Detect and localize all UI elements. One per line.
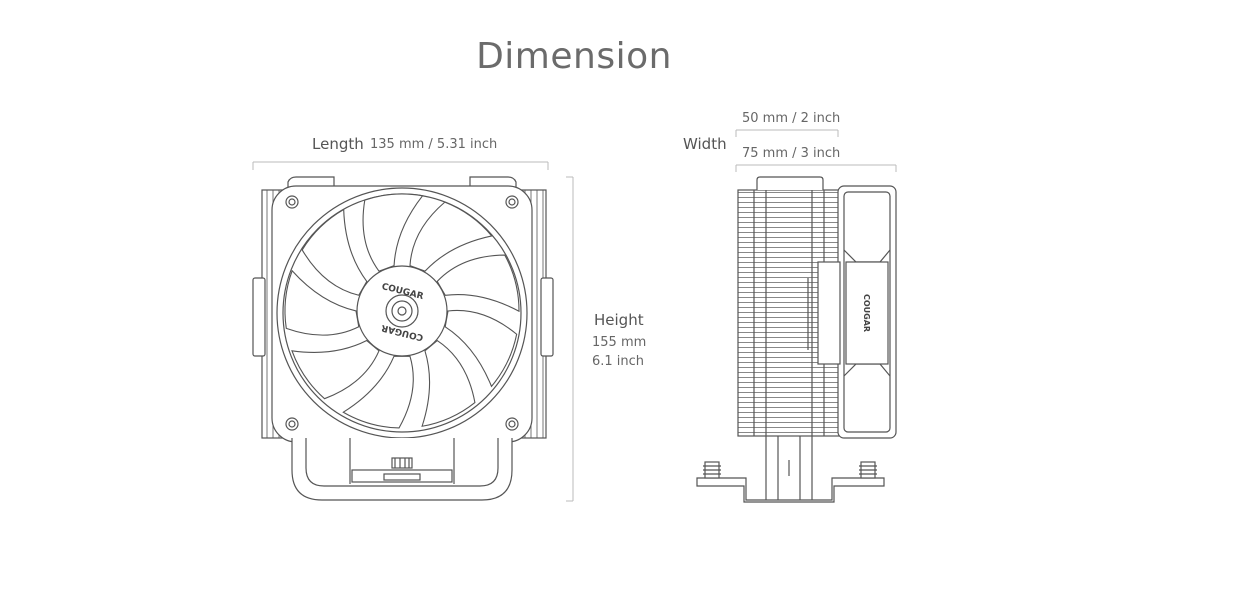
fan-blade <box>291 339 380 400</box>
height-value-mm: 155 mm <box>592 335 647 350</box>
height-value-inch: 6.1 inch <box>592 354 645 369</box>
length-value: 135 mm / 5.31 inch <box>370 137 498 152</box>
cooler-front-view <box>252 176 554 501</box>
height-dimension-line <box>566 176 574 502</box>
fan-blade <box>342 355 414 429</box>
fan-blade <box>301 208 368 296</box>
fan-blade <box>436 254 520 313</box>
width-dimension-lines <box>735 129 897 172</box>
page-title: Dimension <box>476 36 672 77</box>
fan-blade <box>284 269 360 336</box>
width-label: Width <box>683 135 727 153</box>
width-fan-value: 50 mm / 2 inch <box>742 111 841 126</box>
fan-blade <box>409 201 493 272</box>
fan-blade <box>421 339 476 427</box>
side-logo: COUGAR <box>862 294 871 332</box>
length-label: Length <box>312 135 364 153</box>
width-total-value: 75 mm / 3 inch <box>742 146 841 161</box>
fan-blade <box>444 309 518 388</box>
fan-blade <box>362 193 424 272</box>
length-dimension-line <box>252 161 549 170</box>
height-label: Height <box>594 311 644 329</box>
cooler-side-view <box>696 176 897 503</box>
